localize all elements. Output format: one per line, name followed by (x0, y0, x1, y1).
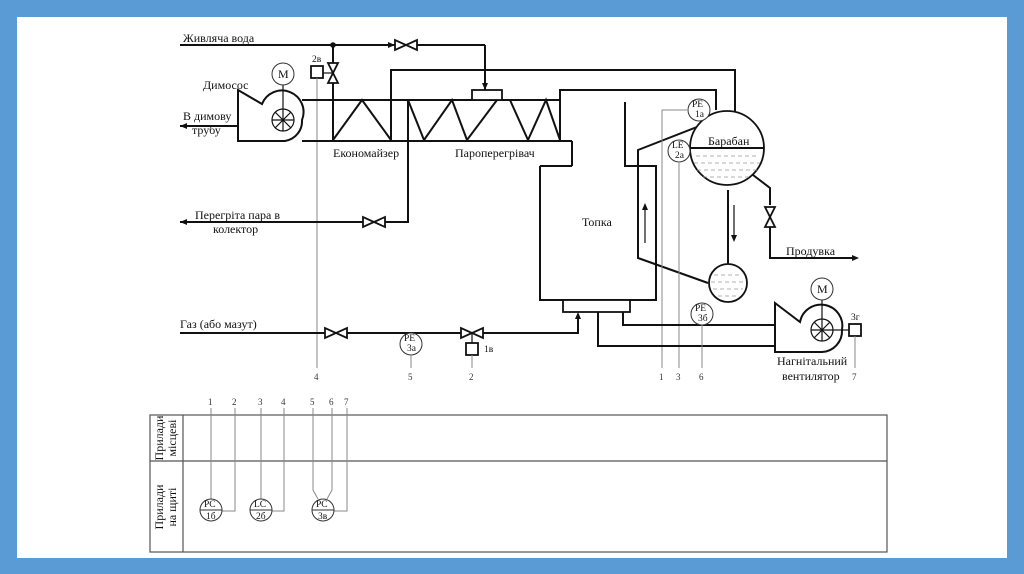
valve-blowdown[interactable] (763, 206, 777, 228)
economizer-label: Економайзер (333, 146, 399, 160)
instrument-num: 2a (675, 151, 685, 161)
feed-water-line (180, 42, 488, 140)
instrument-table (149, 414, 888, 553)
table-row-label: на щиті (165, 487, 179, 527)
arrow-icon (388, 42, 395, 48)
instrument-code: PE (695, 304, 706, 314)
line-number-4: 4 (314, 372, 319, 382)
superheater[interactable] (466, 89, 561, 143)
economizer[interactable] (332, 97, 468, 143)
line-number-7: 7 (852, 372, 857, 382)
line-number-1: 1 (659, 372, 664, 382)
column-number: 2 (232, 397, 237, 407)
line-number-2: 2 (469, 372, 474, 382)
table-row-label: місцеві (165, 419, 179, 457)
fan-label: Нагнітальний (777, 354, 848, 368)
gas-label: Газ (або мазут) (180, 317, 257, 331)
instrument-num: 1б (206, 511, 216, 522)
forced-draft-fan[interactable] (774, 277, 862, 353)
feed-water-label: Живляча вода (183, 31, 255, 45)
column-number: 5 (310, 397, 315, 407)
blowdown-label: Продувка (786, 244, 836, 258)
instrument-code: PE (404, 334, 415, 344)
instrument-num: 2б (256, 511, 266, 522)
actuator-2v[interactable] (310, 65, 324, 79)
arrow-icon (180, 219, 187, 225)
to-chimney-label: В димову (183, 109, 231, 123)
instrument-code: LE (672, 141, 684, 151)
arrow-icon (852, 255, 859, 261)
valve-2v[interactable] (310, 62, 340, 84)
instrument-code: LC (254, 500, 266, 510)
superheater-label: Пароперегрівач (455, 146, 535, 160)
valve-superheated-steam[interactable] (362, 215, 386, 229)
instrument-num: 3б (698, 313, 708, 324)
motor-icon (271, 62, 295, 86)
mud-drum[interactable] (708, 263, 748, 303)
instrument-code: PC (316, 500, 328, 510)
instrument-le-2a[interactable] (667, 139, 691, 163)
instrument-num: 3в (318, 512, 328, 522)
drum-label: Барабан (708, 134, 750, 148)
column-number: 7 (344, 397, 349, 407)
instrument-pe-1a[interactable] (687, 98, 711, 122)
column-number: 6 (329, 397, 334, 407)
valve-1v[interactable] (460, 326, 484, 356)
table-row-label: Прилади (152, 415, 166, 461)
smoke-exhauster[interactable] (237, 62, 305, 142)
fan-label-2: вентилятор (782, 369, 840, 383)
superheated-steam-label: Перегріта пара в (195, 208, 280, 222)
arrow-icon (180, 123, 187, 129)
line-number-5: 5 (408, 372, 413, 382)
motor-label: M (817, 282, 828, 296)
actuator-3g[interactable] (848, 323, 862, 337)
smoke-exhauster-label: Димосос (203, 78, 248, 92)
furnace-label: Топка (582, 215, 612, 229)
actuator-label-1v: 1в (484, 345, 494, 355)
to-chimney-label-2: трубу (192, 123, 221, 137)
superheated-steam-label-2: колектор (213, 222, 258, 236)
furnace[interactable] (539, 102, 657, 313)
instrument-num: 3a (407, 344, 417, 354)
actuator-label-3g: 3г (851, 313, 860, 323)
column-number: 4 (281, 397, 286, 407)
motor-icon (810, 277, 834, 301)
line-number-6: 6 (699, 372, 704, 382)
drum[interactable] (689, 110, 765, 186)
instrument-num: 1a (695, 110, 705, 120)
slide-background (17, 17, 1007, 558)
instrument-code: PC (204, 500, 216, 510)
table-row-label: Прилади (152, 484, 166, 530)
actuator-1v[interactable] (465, 342, 479, 356)
motor-label: M (278, 67, 289, 81)
panel-instrument-pc-3v[interactable] (311, 498, 335, 522)
instrument-code: PE (692, 100, 703, 110)
valve-feed-water[interactable] (394, 38, 418, 52)
line-number-3: 3 (676, 372, 681, 382)
column-number: 1 (208, 397, 213, 407)
valve-gas-shutoff[interactable] (324, 326, 348, 340)
panel-instrument-pc-1b[interactable] (199, 498, 223, 522)
flue-gas-duct (302, 99, 573, 167)
actuator-label-2v: 2в (312, 55, 322, 65)
panel-instrument-lc-2b[interactable] (249, 498, 273, 522)
column-number: 3 (258, 397, 263, 407)
